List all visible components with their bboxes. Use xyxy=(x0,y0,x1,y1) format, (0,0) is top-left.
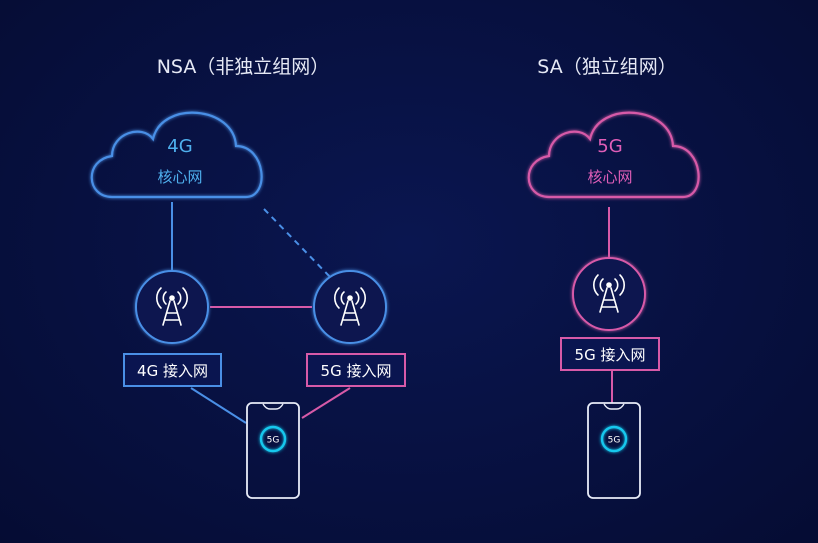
badge-ring xyxy=(600,425,628,453)
smartphone-icon xyxy=(587,402,641,499)
cloud-icon xyxy=(90,111,263,199)
cell-tower-icon xyxy=(593,274,625,313)
cloud-icon xyxy=(527,111,700,199)
sa-5g-tower xyxy=(572,257,646,331)
link-4g-access-to-phone xyxy=(190,387,247,424)
sa-core-cloud: 5G 核心网 xyxy=(527,111,700,199)
nsa-section: NSA（非独立组网） 4G 核心网 xyxy=(90,56,406,499)
label-box xyxy=(560,337,660,371)
nsa-core-cloud: 4G 核心网 xyxy=(90,111,263,199)
nsa-5g-access-label: 5G 接入网 xyxy=(306,353,406,387)
sa-smartphone: 5G xyxy=(587,402,641,499)
phone-notch xyxy=(262,403,284,410)
tower-ring xyxy=(313,270,387,344)
phone-notch xyxy=(603,403,625,410)
sa-5g-access-label: 5G 接入网 xyxy=(560,337,660,371)
access-5g-text: 5G 接入网 xyxy=(321,362,392,380)
nsa-links xyxy=(171,202,351,424)
access-5g-text: 5G 接入网 xyxy=(575,346,646,364)
link-core-to-5g-tower-dashed xyxy=(263,208,334,281)
nsa-core-label: 核心网 xyxy=(157,168,202,186)
link-5g-access-to-phone xyxy=(301,387,351,419)
phone-badge-text: 5G xyxy=(608,436,621,446)
nsa-4g-tower xyxy=(135,270,209,344)
smartphone-icon xyxy=(246,402,300,499)
nsa-title: NSA（非独立组网） xyxy=(157,56,330,78)
label-box xyxy=(306,353,406,387)
tower-ring xyxy=(572,257,646,331)
nsa-smartphone: 5G xyxy=(246,402,300,499)
phone-badge-text: 5G xyxy=(267,436,280,446)
sa-section: SA（独立组网） 5G 核心网 5G 接入网 xyxy=(527,56,700,499)
sa-title: SA（独立组网） xyxy=(537,56,676,78)
sa-links xyxy=(608,207,613,403)
cell-tower-icon xyxy=(156,287,188,326)
nsa-5g-tower xyxy=(313,270,387,344)
sa-core-generation: 5G xyxy=(597,136,622,157)
nsa-4g-access-label: 4G 接入网 xyxy=(123,353,222,387)
label-box xyxy=(123,353,222,387)
sa-core-label: 核心网 xyxy=(587,168,632,186)
tower-ring xyxy=(135,270,209,344)
nsa-core-generation: 4G xyxy=(167,136,192,157)
badge-ring xyxy=(259,425,287,453)
access-4g-text: 4G 接入网 xyxy=(137,362,208,380)
cell-tower-icon xyxy=(334,287,366,326)
